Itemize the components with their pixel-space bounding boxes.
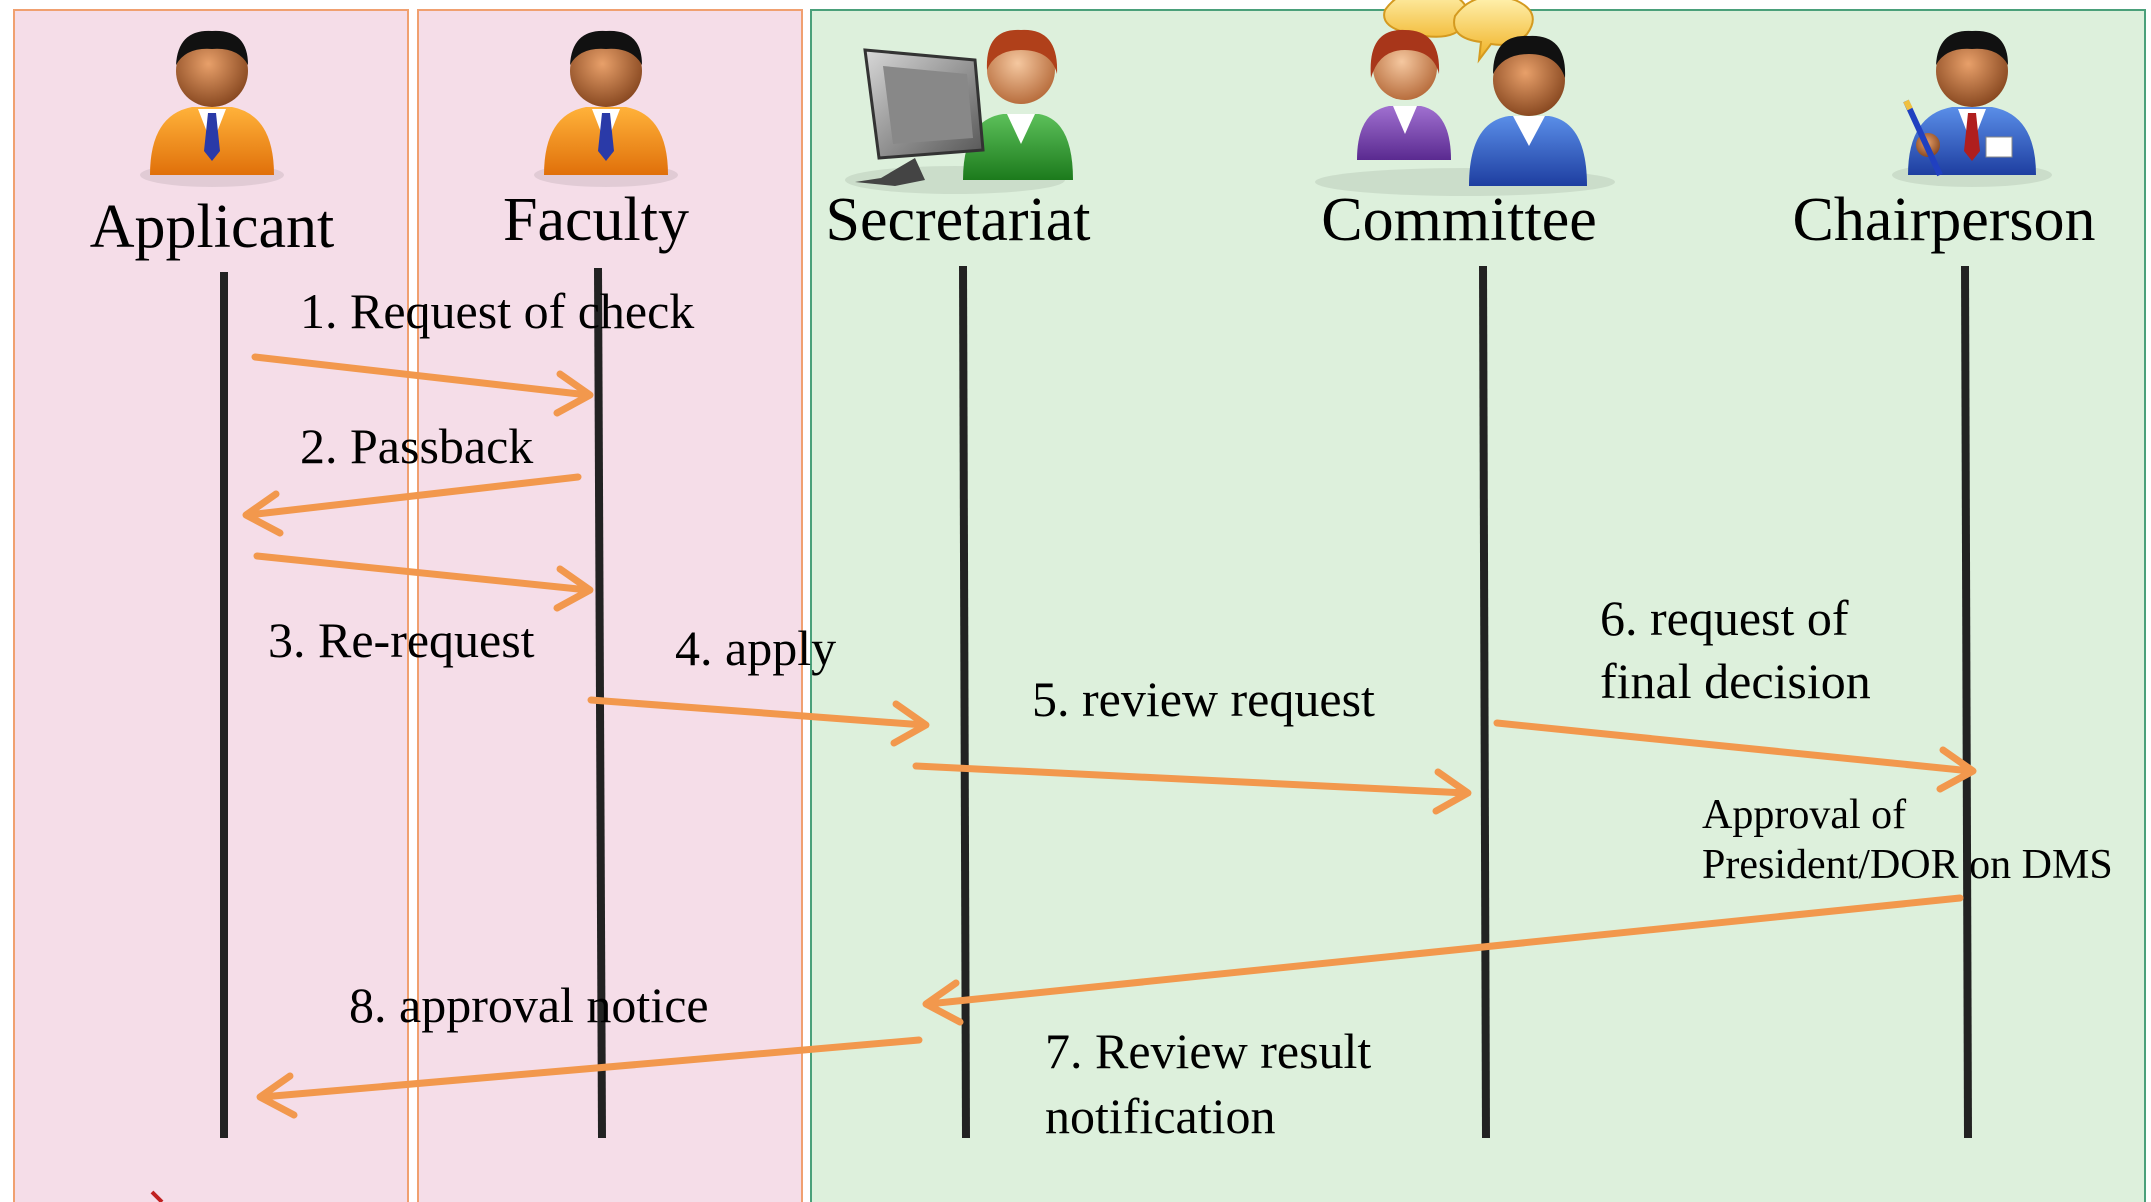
actor-label-secretariat: Secretariat <box>825 186 1090 254</box>
actor-label-chairperson: Chairperson <box>1792 186 2095 254</box>
actor-label-applicant: Applicant <box>90 193 335 261</box>
arrow-m5 <box>912 762 1472 815</box>
message-label-m6-line2: final decision <box>1600 653 1871 709</box>
message-label-m7-line2: notification <box>1045 1088 1276 1144</box>
message-label-m6-line1: 6. request of <box>1600 590 1849 646</box>
message-label-m8: 8. approval notice <box>349 977 709 1033</box>
arrow-m8 <box>256 1036 923 1119</box>
lane-faculty <box>417 9 803 1202</box>
stray-mark <box>150 1190 164 1202</box>
message-label-m3: 3. Re-request <box>268 612 535 668</box>
actor-label-committee: Committee <box>1321 186 1597 254</box>
arrow-m3 <box>253 552 594 612</box>
arrow-m4 <box>587 696 930 747</box>
lifeline-chairperson <box>1961 265 1972 1139</box>
message-label-m2: 2. Passback <box>300 418 533 474</box>
message-label-m6b-line2: President/DOR on DMS <box>1702 842 2113 888</box>
lane-green <box>810 9 2146 1202</box>
arrow-m6 <box>1493 719 1977 793</box>
arrow-m2 <box>242 473 582 537</box>
lane-applicant <box>13 9 409 1202</box>
lifeline-secretariat <box>959 265 970 1139</box>
actor-label-faculty: Faculty <box>503 186 689 254</box>
arrow-m1 <box>251 353 594 417</box>
message-label-m5: 5. review request <box>1032 671 1375 727</box>
two-people-talking-icon <box>1315 0 1615 196</box>
message-label-m1: 1. Request of check <box>300 283 694 339</box>
lifeline-committee <box>1479 265 1490 1139</box>
businessman-orange-icon <box>140 30 284 187</box>
person-at-computer-icon <box>845 29 1073 194</box>
businessman-blue-with-pen-icon <box>1892 30 2052 187</box>
message-label-m6b-line1: Approval of <box>1702 792 1906 838</box>
lifelines <box>220 265 1972 1139</box>
message-label-m7-line1: 7. Review result <box>1045 1023 1371 1079</box>
arrow-m6b <box>922 894 1964 1026</box>
message-labels: 1. Request of check 2. Passback 3. Re-re… <box>268 283 2113 1144</box>
swimlanes <box>13 9 2146 1202</box>
message-label-m4: 4. apply <box>675 620 836 676</box>
message-arrows <box>242 353 1977 1119</box>
businessman-orange-icon <box>534 30 678 187</box>
actor-labels: Applicant Faculty Secretariat Committee … <box>90 186 2096 261</box>
